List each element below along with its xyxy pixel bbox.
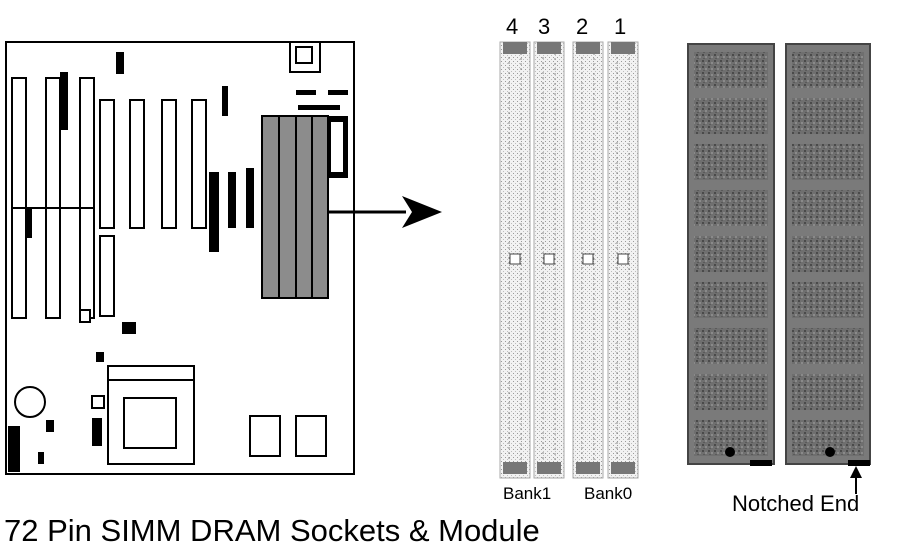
dram-chip (792, 282, 864, 318)
dram-chip (694, 328, 768, 364)
slot-connector (26, 208, 32, 238)
simm-module-left (687, 43, 775, 466)
simm-sockets (499, 41, 639, 479)
expansion-slot (45, 77, 61, 319)
pci-slot (191, 99, 207, 229)
notched-end-label: Notched End (732, 491, 860, 516)
simm-socket-4 (499, 41, 531, 479)
jumper (116, 52, 124, 74)
small-square (79, 309, 91, 323)
dram-chip (694, 98, 768, 134)
chip (46, 420, 54, 432)
dram-chip (694, 282, 768, 318)
slot-number-3: 3 (538, 14, 551, 39)
jumper (328, 90, 348, 95)
diagram-caption: 72 Pin SIMM DRAM Sockets & Module (4, 513, 540, 548)
small-square (91, 395, 105, 409)
chip (122, 322, 136, 334)
notch-pointer-icon (850, 466, 862, 494)
battery (14, 386, 46, 418)
slot-number-4: 4 (506, 14, 519, 39)
dram-chip (694, 144, 768, 180)
pci-slot (129, 99, 145, 229)
header-connector (228, 172, 236, 228)
simm-socket-1 (607, 41, 639, 479)
jumper (222, 86, 228, 116)
jumper (298, 105, 340, 110)
header-connector (246, 168, 254, 228)
expansion-slot (79, 77, 95, 319)
pci-slot (161, 99, 177, 229)
connector-pins (331, 122, 343, 172)
dram-chip (694, 52, 768, 88)
slot-number-1: 1 (614, 14, 627, 39)
chip (92, 418, 102, 446)
pci-slot-extension (99, 235, 115, 317)
chip (38, 452, 44, 464)
dram-chip (792, 144, 864, 180)
chip (96, 352, 104, 362)
notch-hole (725, 447, 735, 457)
dram-chip (792, 374, 864, 410)
dram-chip (792, 52, 864, 88)
power-connector-inner (295, 46, 313, 64)
expansion-slot (11, 77, 27, 319)
cache-chip (295, 415, 327, 457)
dram-chip (694, 190, 768, 226)
simm-socket-2 (572, 41, 604, 479)
cache-chip (249, 415, 281, 457)
bank-label-1: Bank1 (503, 484, 552, 503)
dram-chip (792, 190, 864, 226)
notch-marker (848, 460, 870, 466)
dram-chip (694, 236, 768, 272)
motherboard (5, 41, 355, 475)
notch-marker (750, 460, 772, 466)
notch-hole (825, 447, 835, 457)
bank-label-0: Bank0 (584, 484, 633, 503)
dram-chip (792, 328, 864, 364)
dram-chip (792, 98, 864, 134)
pci-slot (99, 99, 115, 229)
slot-connector (60, 72, 68, 130)
cpu-socket-inner (123, 397, 177, 449)
arrow-icon (328, 196, 442, 228)
dram-chip (694, 374, 768, 410)
simm-socket-3 (533, 41, 565, 479)
keyboard-connector (8, 426, 20, 472)
jumper (296, 90, 316, 95)
simm-module-right (785, 43, 871, 466)
dram-chip (792, 236, 864, 272)
slot-number-2: 2 (576, 14, 589, 39)
header-connector (209, 172, 219, 252)
